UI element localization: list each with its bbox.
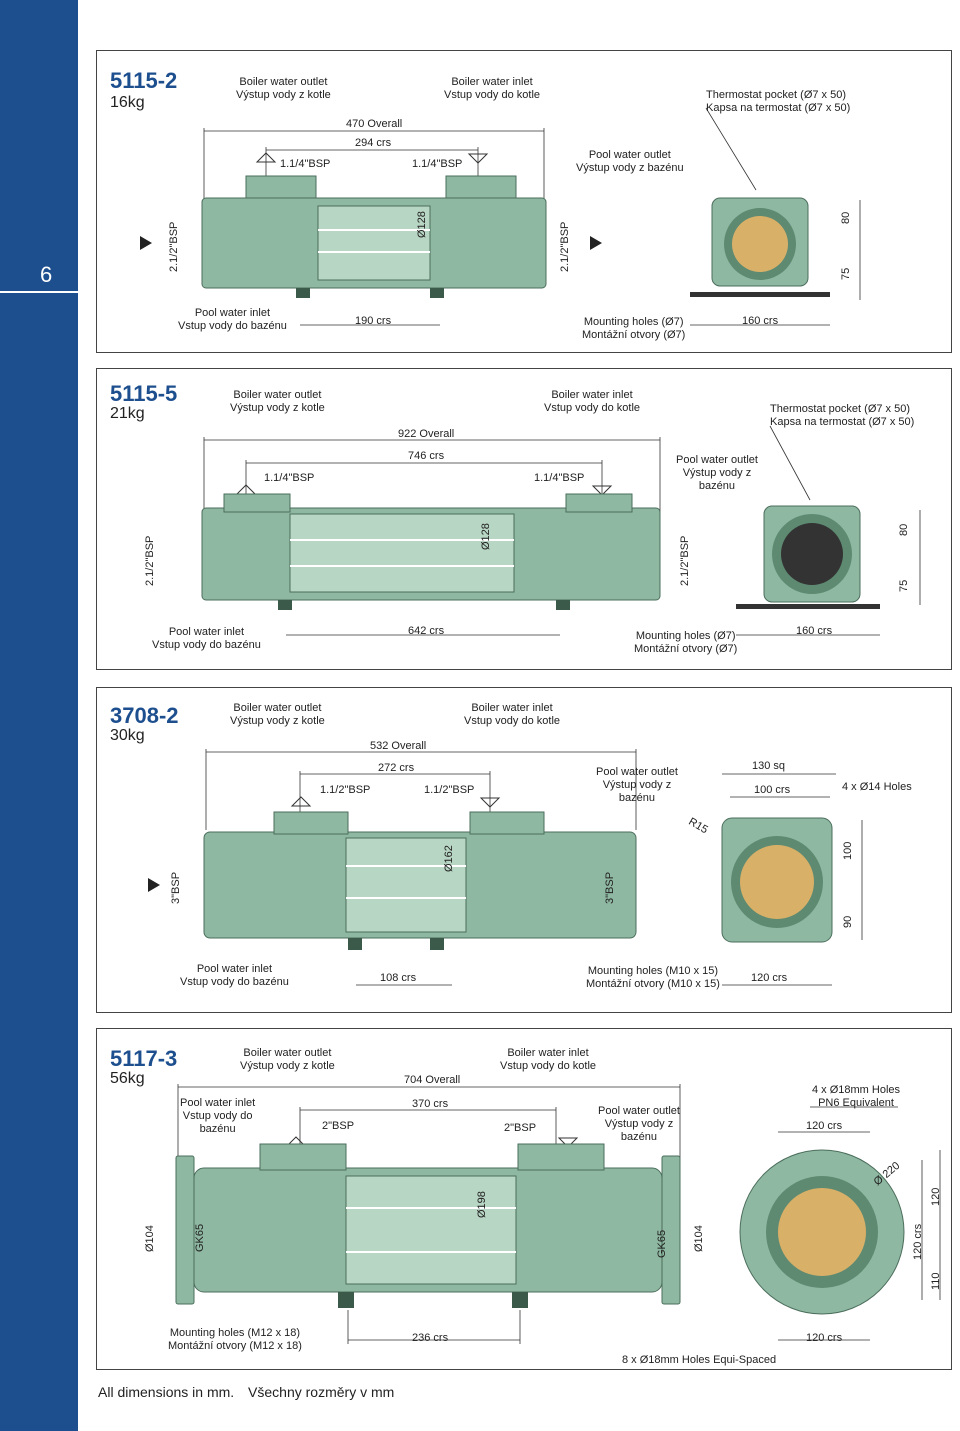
module-weight: 21kg bbox=[110, 405, 145, 422]
height-bottom: 110 bbox=[930, 1272, 942, 1290]
boiler-bsp-right: 1.1/2"BSP bbox=[424, 784, 475, 796]
mounting-holes-label: Mounting holes (Ø7)Montážní otvory (Ø7) bbox=[634, 630, 738, 655]
overall-dimension: 922 Overall bbox=[398, 428, 455, 440]
base-centers: 236 crs bbox=[412, 1332, 449, 1344]
shell-diameter: Ø198 bbox=[476, 1191, 488, 1218]
height-mid-centers: 120 crs bbox=[912, 1223, 924, 1260]
heat-exchanger-end-5117-3 bbox=[739, 1149, 905, 1315]
overall-dimension: 704 Overall bbox=[404, 1074, 461, 1086]
module-title: 3708-2 bbox=[110, 703, 179, 728]
heat-exchanger-side-5115-2 bbox=[201, 175, 547, 298]
module-title: 5115-2 bbox=[110, 68, 178, 93]
module-weight: 30kg bbox=[110, 727, 145, 744]
footer-english: All dimensions in mm. bbox=[98, 1384, 235, 1400]
heat-exchanger-side-5117-3 bbox=[175, 1143, 681, 1308]
heat-exchanger-end-5115-5 bbox=[736, 505, 880, 609]
heat-exchanger-end-5115-2 bbox=[690, 197, 830, 297]
footer-czech: Všechny rozměry v mm bbox=[248, 1384, 395, 1400]
module-title: 5115-5 bbox=[110, 381, 178, 406]
flange-holes-label: 4 x Ø14 Holes bbox=[842, 781, 912, 793]
module-weight: 16kg bbox=[110, 94, 145, 111]
gasket-right: GK65 bbox=[656, 1229, 668, 1258]
heat-exchanger-side-5115-5 bbox=[201, 493, 661, 610]
square-dimension: 130 sq bbox=[752, 760, 786, 772]
base-centers: 190 crs bbox=[355, 315, 392, 327]
centers-dimension: 370 crs bbox=[412, 1098, 449, 1110]
height-top: 120 bbox=[930, 1187, 942, 1206]
end-centers: 120 crs bbox=[751, 972, 788, 984]
end-centers-bottom: 120 crs bbox=[806, 1332, 843, 1344]
overall-dimension: 470 Overall bbox=[346, 118, 403, 130]
flange-holes-bottom-label: 8 x Ø18mm Holes Equi-Spaced bbox=[622, 1354, 777, 1366]
base-centers: 642 crs bbox=[408, 625, 445, 637]
square-centers: 100 crs bbox=[754, 784, 791, 796]
page-number: 6 bbox=[40, 262, 53, 287]
centers-dimension: 294 crs bbox=[355, 137, 392, 149]
mounting-holes-label: Mounting holes (Ø7)Montážní otvory (Ø7) bbox=[582, 316, 686, 341]
flange-left-diameter: Ø104 bbox=[144, 1225, 156, 1252]
sidebar bbox=[0, 0, 78, 1431]
boiler-bsp-right: 1.1/4"BSP bbox=[412, 158, 463, 170]
mounting-holes-label: Mounting holes (M10 x 15)Montážní otvory… bbox=[586, 965, 720, 990]
end-centers: 160 crs bbox=[796, 625, 833, 637]
boiler-bsp-left: 1.1/4"BSP bbox=[264, 472, 315, 484]
footer-note: All dimensions in mm. Všechny rozměry v … bbox=[98, 1384, 404, 1400]
boiler-bsp-left: 2"BSP bbox=[322, 1120, 355, 1132]
centers-dimension: 272 crs bbox=[378, 762, 415, 774]
gasket-left: GK65 bbox=[194, 1223, 206, 1252]
overall-dimension: 532 Overall bbox=[370, 740, 427, 752]
mounting-holes-label: Mounting holes (M12 x 18)Montážní otvory… bbox=[168, 1327, 302, 1352]
heat-exchanger-side-3708-2 bbox=[203, 811, 637, 950]
boiler-bsp-left: 1.1/2"BSP bbox=[320, 784, 371, 796]
module-weight: 56kg bbox=[110, 1070, 145, 1087]
heat-exchanger-end-3708-2 bbox=[721, 817, 833, 943]
page-tab-divider bbox=[0, 291, 78, 293]
end-centers: 160 crs bbox=[742, 315, 779, 327]
thermostat-label: Thermostat pocket (Ø7 x 50)Kapsa na term… bbox=[706, 89, 851, 114]
centers-dimension: 746 crs bbox=[408, 450, 445, 462]
thermostat-label: Thermostat pocket (Ø7 x 50)Kapsa na term… bbox=[770, 403, 915, 428]
flange-right-diameter: Ø104 bbox=[693, 1225, 705, 1252]
base-centers: 108 crs bbox=[380, 972, 417, 984]
end-centers-top: 120 crs bbox=[806, 1120, 843, 1132]
boiler-bsp-left: 1.1/4"BSP bbox=[280, 158, 331, 170]
boiler-bsp-right: 1.1/4"BSP bbox=[534, 472, 585, 484]
module-title: 5117-3 bbox=[110, 1046, 178, 1071]
boiler-bsp-right: 2"BSP bbox=[504, 1122, 537, 1134]
